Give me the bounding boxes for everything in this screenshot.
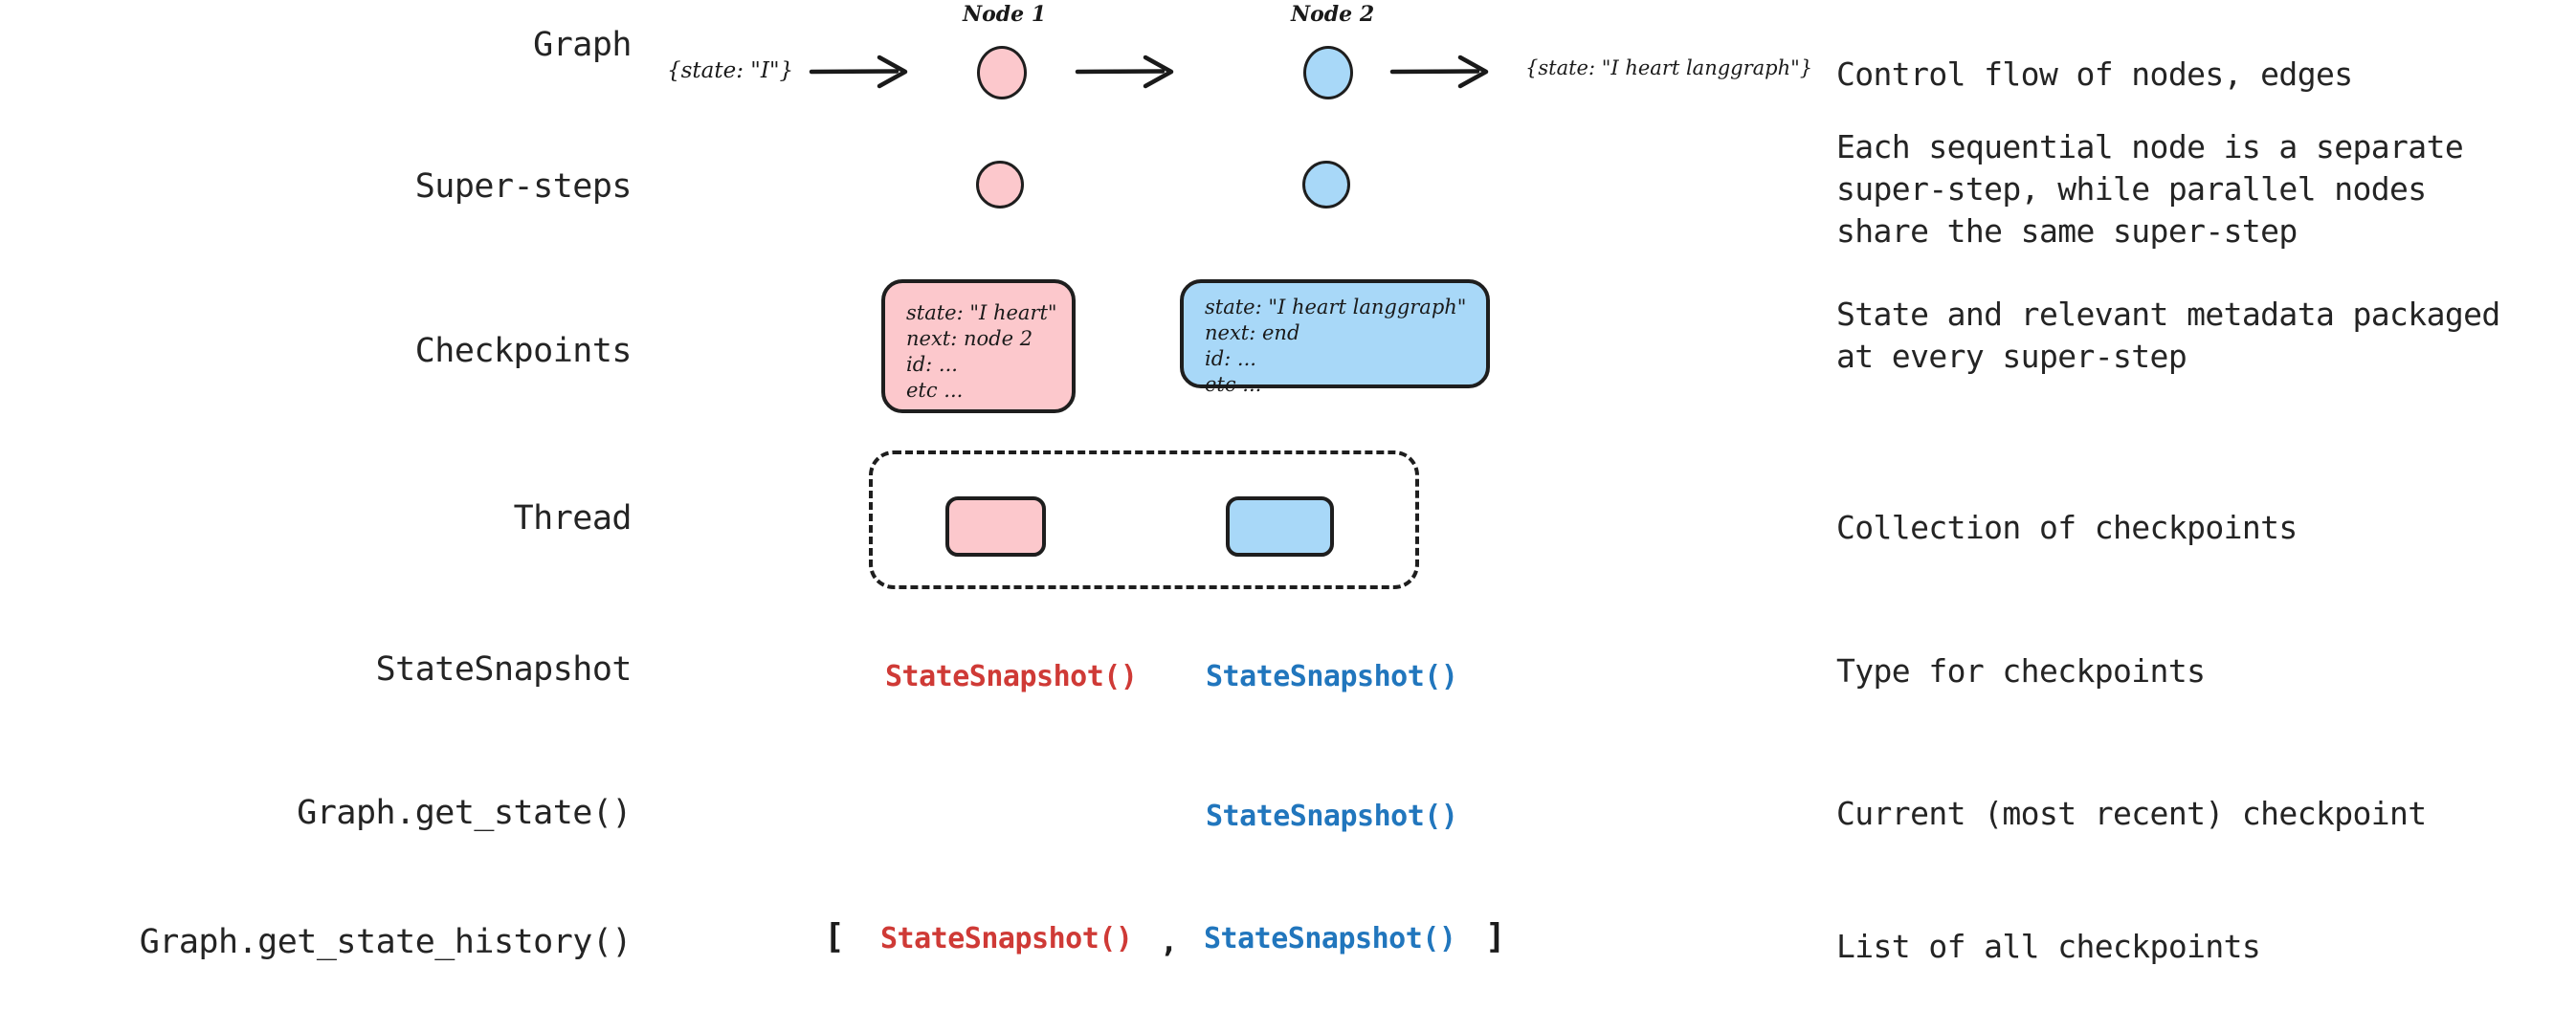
desc-line: Current (most recent) checkpoint bbox=[1836, 795, 2427, 832]
row-description-checkpoints: State and relevant metadata packaged at … bbox=[1836, 294, 2564, 378]
node1-caption: Node 1 bbox=[963, 2, 1047, 27]
output-state-annotation: {state: "I heart langgraph"} bbox=[1525, 56, 1813, 79]
desc-line: Type for checkpoints bbox=[1836, 652, 2206, 690]
row-label-checkpoints: Checkpoints bbox=[414, 332, 633, 370]
checkpoint-line: etc ... bbox=[1205, 372, 1262, 396]
desc-line: Collection of checkpoints bbox=[1836, 509, 2298, 546]
edge-arrow-node2-to-end bbox=[1389, 55, 1489, 89]
desc-line: Control flow of nodes, edges bbox=[1836, 55, 2353, 93]
get-state-result-token[interactable]: StateSnapshot() bbox=[1206, 800, 1458, 833]
row-label-statesnapshot: StateSnapshot bbox=[375, 650, 633, 689]
history-open-bracket: [ bbox=[824, 917, 845, 956]
statesnapshot-token-pink[interactable]: StateSnapshot() bbox=[885, 660, 1138, 693]
thread-checkpoint-chip-pink[interactable] bbox=[945, 496, 1046, 557]
checkpoint-box-blue[interactable]: state: "I heart langgraph" next: end id:… bbox=[1180, 279, 1490, 396]
thread-container[interactable] bbox=[869, 450, 1419, 589]
history-close-bracket: ] bbox=[1485, 917, 1506, 956]
history-token-blue[interactable]: StateSnapshot() bbox=[1204, 922, 1456, 955]
checkpoint-line: state: "I heart langgraph" bbox=[1205, 296, 1467, 318]
graph-node-2[interactable] bbox=[1303, 46, 1353, 99]
checkpoint-box-pink[interactable]: state: "I heart" next: node 2 id: ... et… bbox=[881, 279, 1076, 413]
checkpoint-line: next: end bbox=[1205, 320, 1300, 344]
desc-line: share the same super-step bbox=[1836, 211, 2298, 250]
row-description-graph-get-state: Current (most recent) checkpoint bbox=[1836, 793, 2564, 835]
super-step-node-1[interactable] bbox=[976, 161, 1024, 209]
row-description-statesnapshot: Type for checkpoints bbox=[1836, 650, 2564, 692]
graph-node-1[interactable] bbox=[977, 46, 1027, 99]
desc-line: List of all checkpoints bbox=[1836, 928, 2261, 965]
row-label-thread: Thread bbox=[513, 499, 633, 538]
checkpoint-line: id: ... bbox=[1205, 346, 1256, 370]
desc-line: super-step, while parallel nodes bbox=[1836, 169, 2427, 208]
thread-checkpoint-chip-blue[interactable] bbox=[1226, 496, 1334, 557]
row-description-graph: Control flow of nodes, edges bbox=[1836, 54, 2564, 96]
node2-caption: Node 2 bbox=[1291, 2, 1375, 27]
row-description-graph-get-state-history: List of all checkpoints bbox=[1836, 926, 2564, 968]
checkpoint-line: etc ... bbox=[906, 378, 964, 402]
desc-line: State and relevant metadata packaged bbox=[1836, 296, 2500, 333]
row-description-thread: Collection of checkpoints bbox=[1836, 507, 2564, 549]
history-token-pink[interactable]: StateSnapshot() bbox=[880, 922, 1133, 955]
desc-line: Each sequential node is a separate bbox=[1836, 128, 2464, 165]
row-label-graph-get-state: Graph.get_state() bbox=[297, 794, 632, 832]
edge-arrow-node1-to-node2 bbox=[1075, 55, 1174, 89]
input-state-annotation: {state: "I"} bbox=[667, 58, 794, 83]
checkpoint-line: next: node 2 bbox=[906, 326, 1033, 350]
row-label-graph: Graph bbox=[533, 26, 632, 64]
history-comma: , bbox=[1160, 923, 1179, 959]
super-step-node-2[interactable] bbox=[1302, 161, 1350, 209]
row-label-graph-get-state-history: Graph.get_state_history() bbox=[139, 923, 633, 961]
checkpoint-line: state: "I heart" bbox=[906, 301, 1057, 324]
row-description-super-steps: Each sequential node is a separate super… bbox=[1836, 126, 2564, 252]
desc-line: at every super-step bbox=[1836, 337, 2187, 375]
checkpoint-line: id: ... bbox=[906, 352, 958, 376]
edge-arrow-start-to-node1 bbox=[809, 55, 908, 89]
row-label-super-steps: Super-steps bbox=[414, 167, 633, 206]
statesnapshot-token-blue[interactable]: StateSnapshot() bbox=[1206, 660, 1458, 693]
